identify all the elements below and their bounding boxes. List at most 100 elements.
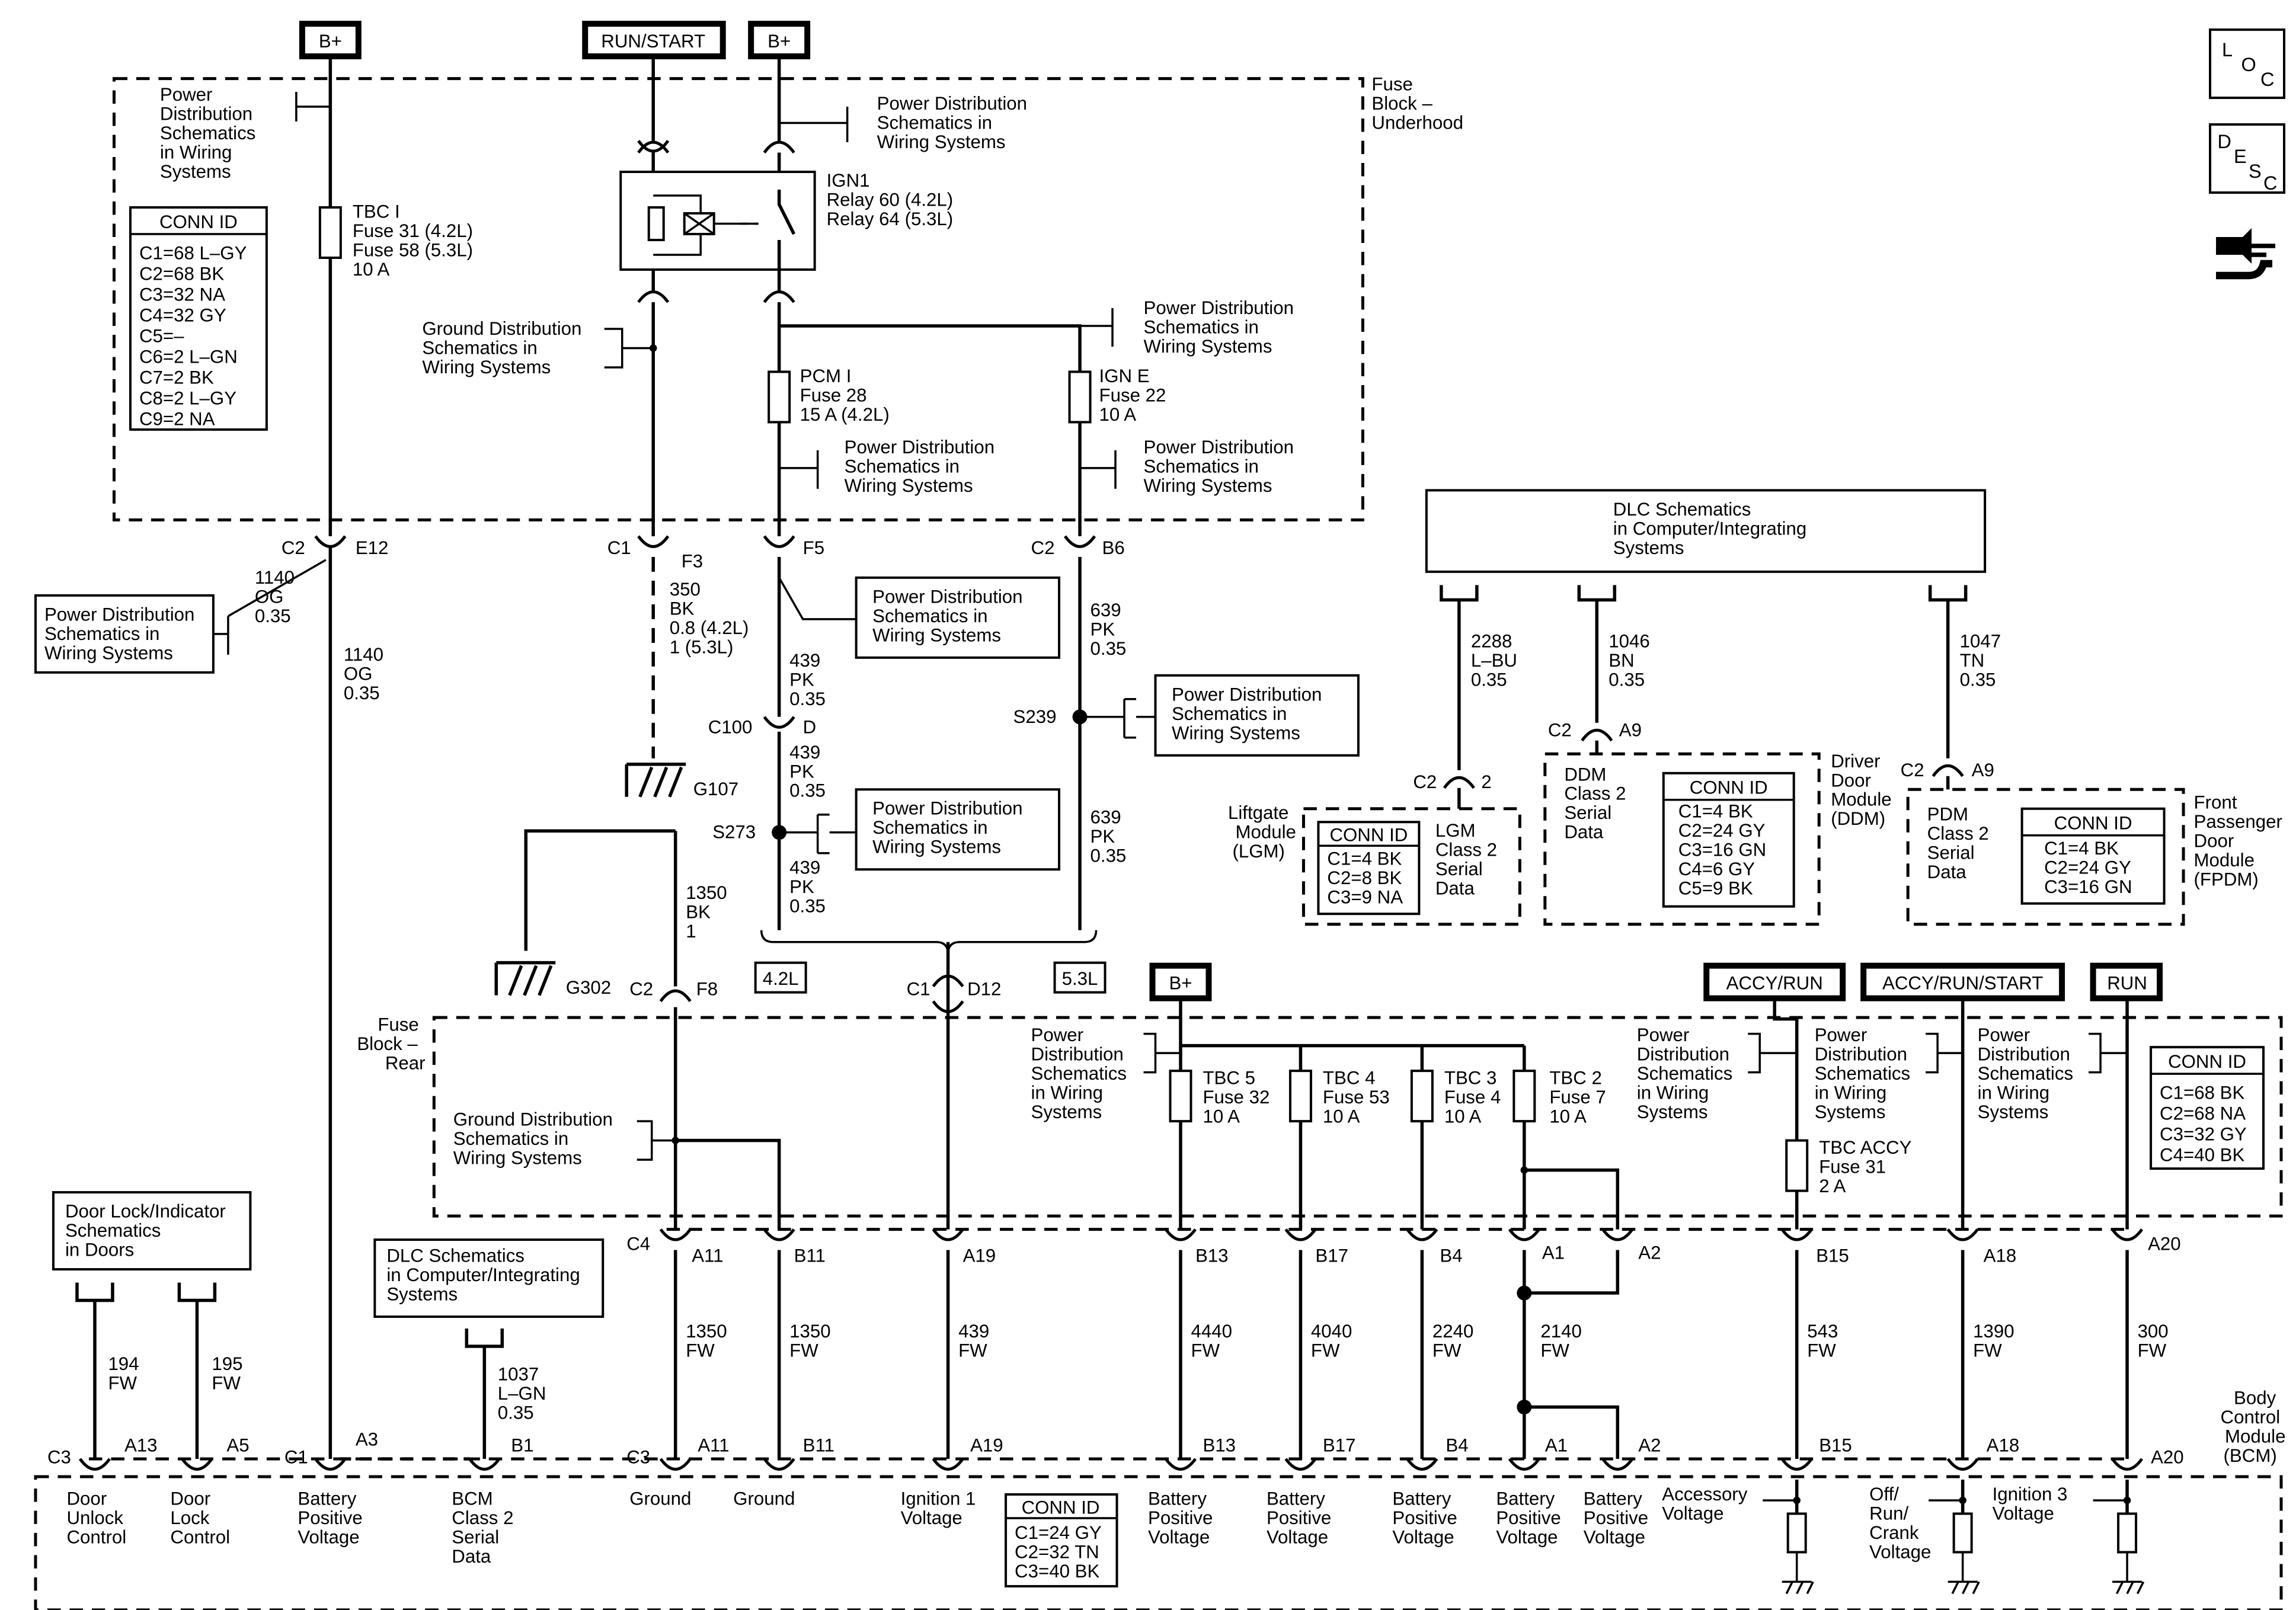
svg-text:Voltage: Voltage (1662, 1503, 1723, 1523)
fpdm-outline (1906, 788, 2185, 926)
wire-label-195: 195 FW (212, 1353, 242, 1393)
svg-text:10 A: 10 A (1444, 1106, 1482, 1127)
svg-text:B4: B4 (1440, 1246, 1462, 1266)
svg-text:10 A: 10 A (1549, 1106, 1587, 1127)
fuse-block-underhood-label: Fuse Block – Underhood (1371, 74, 1463, 133)
svg-text:10 A: 10 A (353, 259, 390, 280)
svg-text:0.35: 0.35 (498, 1402, 534, 1423)
svg-text:Positive: Positive (1584, 1507, 1648, 1528)
pd-ref-f5: Power Distribution Schematics in Wiring … (855, 576, 1061, 659)
svg-text:Ground: Ground (629, 1488, 691, 1509)
svg-text:Ground: Ground (733, 1488, 795, 1509)
wire-label-1046: 1046 BN 0.35 (1609, 630, 1649, 690)
svg-text:0.35: 0.35 (1091, 846, 1127, 866)
svg-text:Power Distribution: Power Distribution (1144, 297, 1294, 318)
svg-text:Positive: Positive (1392, 1507, 1457, 1528)
svg-text:Relay 64 (5.3L): Relay 64 (5.3L) (827, 209, 954, 229)
svg-text:Battery: Battery (1267, 1488, 1325, 1509)
relay-ign1[interactable] (619, 171, 816, 271)
pd-ref-s273: Power Distribution Schematics in Wiring … (829, 788, 1061, 871)
svg-text:Ignition 3: Ignition 3 (1993, 1484, 2068, 1505)
svg-text:B4: B4 (1446, 1435, 1468, 1455)
svg-text:Distribution: Distribution (1815, 1044, 1907, 1065)
svg-text:Power: Power (1815, 1025, 1868, 1045)
svg-text:2240: 2240 (1432, 1321, 1473, 1342)
svg-text:A11: A11 (692, 1246, 723, 1266)
svg-text:C3: C3 (626, 1446, 650, 1467)
svg-text:Fuse 7: Fuse 7 (1549, 1087, 1606, 1108)
desc-icon[interactable]: D E S C (2209, 123, 2286, 194)
svg-text:C2=68 NA: C2=68 NA (2160, 1103, 2246, 1124)
svg-text:C3=40 BK: C3=40 BK (1015, 1561, 1099, 1582)
svg-text:Ground Distribution: Ground Distribution (422, 318, 581, 339)
fuse-pcm-i[interactable] (768, 370, 791, 424)
loc-icon[interactable]: L O C (2209, 28, 2286, 100)
svg-text:Wiring Systems: Wiring Systems (872, 625, 1001, 645)
svg-text:Schematics: Schematics (160, 123, 255, 143)
fuse-ign-e-label: IGN E Fuse 22 10 A (1099, 366, 1166, 425)
svg-text:1046: 1046 (1609, 630, 1649, 651)
svg-text:439: 439 (789, 742, 820, 763)
svg-text:C3=16 GN: C3=16 GN (1678, 840, 1766, 860)
svg-text:D: D (803, 716, 817, 737)
svg-text:Voltage: Voltage (1267, 1526, 1328, 1547)
svg-text:A19: A19 (970, 1435, 1003, 1455)
fuse-tbc2[interactable] (1512, 1070, 1536, 1123)
svg-text:Power Distribution: Power Distribution (1144, 437, 1294, 457)
svg-text:Positive: Positive (298, 1507, 362, 1528)
svg-text:Positive: Positive (1267, 1507, 1331, 1528)
svg-text:439: 439 (789, 857, 820, 878)
svg-text:Voltage: Voltage (901, 1507, 962, 1528)
svg-text:Wiring Systems: Wiring Systems (422, 357, 551, 377)
wire-label-1140-a: 1140 OG 0.35 (255, 567, 295, 626)
svg-text:C1=4 BK: C1=4 BK (1678, 801, 1753, 822)
connector-tool-icon[interactable] (2216, 228, 2276, 280)
svg-text:G107: G107 (693, 779, 738, 799)
svg-text:Block –: Block – (357, 1033, 418, 1054)
svg-text:Systems: Systems (1637, 1102, 1708, 1122)
svg-text:B15: B15 (1819, 1435, 1852, 1455)
svg-text:Fuse: Fuse (1371, 74, 1412, 95)
fuse-tbc-accy[interactable] (1785, 1139, 1809, 1192)
svg-text:1350: 1350 (789, 1321, 830, 1342)
fpdm-conn-id: CONN ID C1=4 BK C2=24 GY C3=16 GN (2020, 807, 2166, 905)
svg-text:4440: 4440 (1191, 1321, 1232, 1342)
svg-text:DDM: DDM (1564, 764, 1606, 785)
svg-text:BCM: BCM (452, 1488, 493, 1509)
svg-text:C: C (2260, 69, 2274, 90)
svg-text:2 A: 2 A (1819, 1176, 1846, 1196)
fuse-ign-e[interactable] (1068, 370, 1092, 424)
svg-text:Module: Module (1831, 789, 1891, 810)
svg-text:PK: PK (1091, 826, 1115, 847)
svg-text:CONN ID: CONN ID (2168, 1051, 2246, 1072)
svg-text:G302: G302 (566, 977, 611, 998)
svg-text:A2: A2 (1638, 1243, 1661, 1263)
svg-text:0.35: 0.35 (789, 780, 826, 801)
svg-text:C7=2 BK: C7=2 BK (139, 367, 214, 388)
svg-text:2288: 2288 (1471, 630, 1512, 651)
gd-ref-rear: Ground Distribution Schematics in Wiring… (453, 1109, 781, 1230)
fuse-tbc3[interactable] (1410, 1070, 1434, 1123)
svg-text:Module: Module (1235, 822, 1296, 843)
pd-ref-1140: Power Distribution Schematics in Wiring … (34, 559, 327, 674)
gd-ref-underhood: Ground Distribution Schematics in Wiring… (422, 318, 657, 377)
svg-text:639: 639 (1091, 807, 1121, 828)
fuse-tbc-i[interactable] (318, 206, 342, 259)
svg-text:F8: F8 (696, 979, 718, 1000)
svg-text:15 A (4.2L): 15 A (4.2L) (800, 404, 890, 425)
fuse-tbc-accy-label: TBC ACCY Fuse 31 2 A (1819, 1137, 1911, 1196)
svg-text:Schematics in: Schematics in (872, 817, 987, 838)
svg-text:Power: Power (160, 84, 213, 105)
bcm-input-loads (1763, 1479, 2145, 1595)
fuse-tbc5[interactable] (1169, 1070, 1192, 1123)
svg-text:Door: Door (1831, 770, 1871, 790)
svg-text:Rear: Rear (385, 1053, 426, 1074)
wire-2288 (1440, 585, 1479, 770)
fuse-pcm-i-label: PCM I Fuse 28 15 A (4.2L) (800, 366, 890, 425)
fuse-tbc4[interactable] (1288, 1070, 1312, 1123)
svg-text:C1=4 BK: C1=4 BK (2044, 838, 2119, 859)
svg-text:Voltage: Voltage (1148, 1526, 1210, 1547)
wire-label-350: 350 BK 0.8 (4.2L) 1 (5.3L) (670, 579, 749, 657)
svg-text:0.35: 0.35 (1091, 638, 1127, 659)
svg-text:BK: BK (670, 598, 695, 619)
